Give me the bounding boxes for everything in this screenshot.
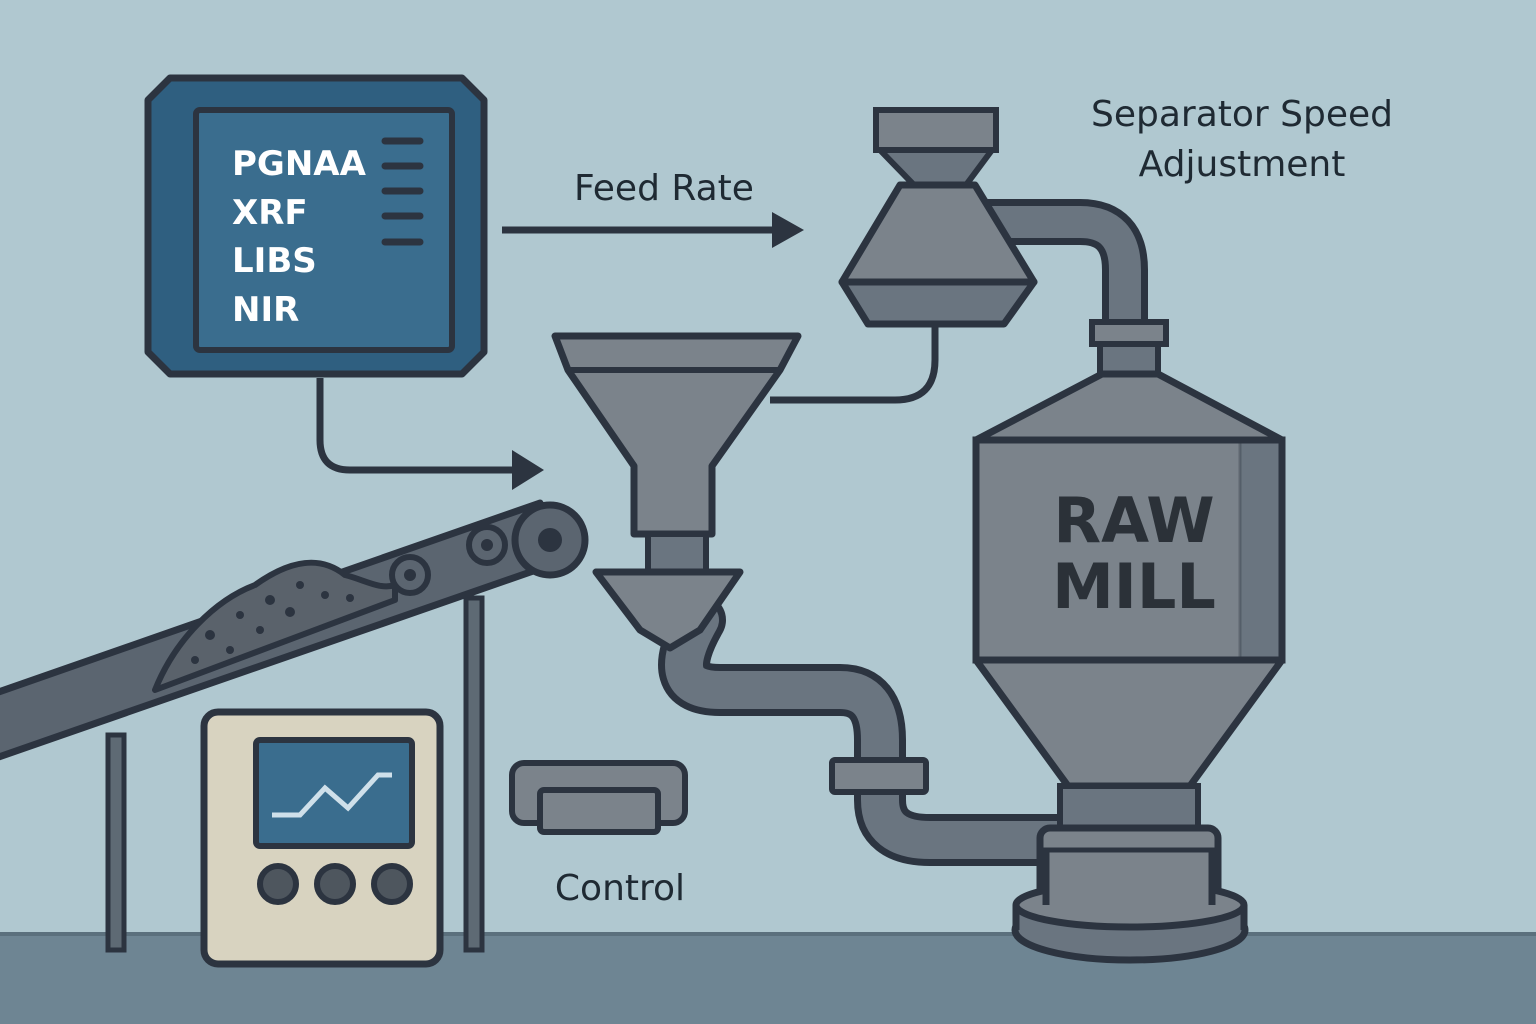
raw-mill-label-line1: RAW [1053, 484, 1214, 557]
separator-link [770, 320, 939, 404]
method-nir: NIR [232, 290, 299, 330]
arrow-head-conveyor [512, 450, 544, 490]
analyzer-screen [193, 107, 455, 353]
control-cabinet [200, 708, 444, 968]
method-pgnaa: PGNAA [232, 144, 367, 184]
conveyor [0, 499, 589, 953]
arrow-head-feed [772, 212, 804, 248]
feed-hopper [551, 332, 802, 652]
raw-mill-label-line2: MILL [1052, 550, 1216, 623]
trend-line [272, 772, 392, 818]
method-xrf: XRF [232, 193, 308, 233]
analyzer-link [316, 378, 518, 474]
separator [838, 107, 1038, 328]
raw-mill [972, 319, 1286, 964]
feed-rate-label: Feed Rate [574, 168, 754, 209]
indicator-bars [381, 137, 424, 246]
knob-1[interactable] [257, 863, 299, 905]
control-label: Control [555, 868, 685, 909]
feed-pipe [665, 601, 1079, 859]
separator-label-line1: Separator Speed [1091, 94, 1393, 135]
cone-chute [592, 568, 744, 652]
pipe-flange [829, 757, 929, 795]
control-device [509, 760, 688, 835]
separator-label-line2: Adjustment [1139, 144, 1346, 185]
method-libs: LIBS [232, 241, 317, 281]
return-pipe [985, 206, 1141, 330]
analyzer-panel: PGNAA XRF LIBS NIR [144, 74, 488, 378]
material-pile [152, 559, 398, 693]
knob-2[interactable] [314, 863, 356, 905]
knob-3[interactable] [371, 863, 413, 905]
